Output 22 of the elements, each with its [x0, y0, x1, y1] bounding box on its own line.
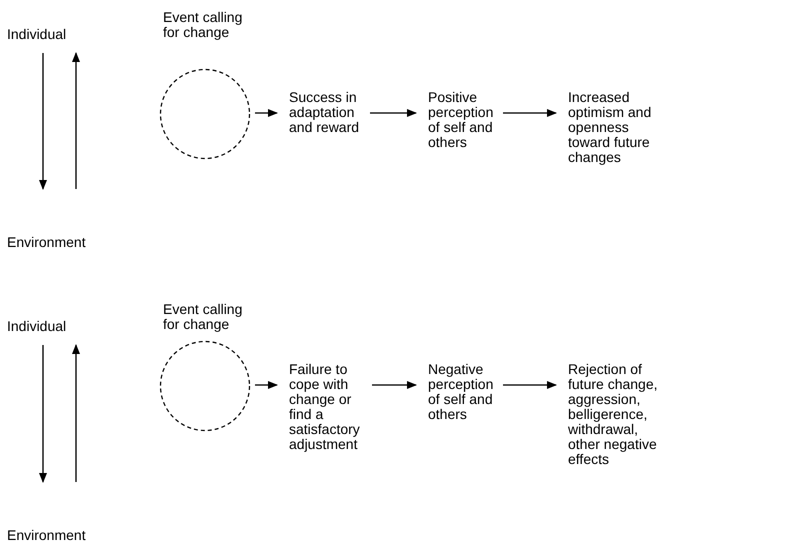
- arrow: [255, 109, 278, 117]
- arrow: [372, 381, 417, 389]
- outcome-text: Failure to cope with change or find a satisfactory adjustment: [289, 362, 361, 452]
- arrow: [370, 109, 417, 117]
- arrow: [72, 344, 80, 482]
- event-heading: Event calling for change: [163, 10, 244, 40]
- outcome-text: Negative perception of self and others: [428, 362, 494, 422]
- outcome-text: Success in adaptation and reward: [289, 90, 360, 135]
- arrow: [39, 53, 47, 190]
- arrow: [503, 381, 557, 389]
- arrow: [39, 345, 47, 483]
- axis-label: Individual: [7, 319, 68, 334]
- outcome-text: Increased optimism and openness toward future changes: [568, 90, 652, 165]
- arrow: [503, 109, 557, 117]
- outcome-text: Rejection of future change, aggression, belligerence, withdrawal, other negative effects: [568, 362, 659, 467]
- outcome-text: Positive perception of self and others: [428, 90, 494, 150]
- axis-label: Individual: [7, 27, 68, 42]
- axis-label: Environment: [7, 235, 87, 250]
- event-heading: Event calling for change: [163, 302, 244, 332]
- axis-label: Environment: [7, 528, 87, 543]
- arrow: [72, 52, 80, 189]
- arrow: [255, 381, 278, 389]
